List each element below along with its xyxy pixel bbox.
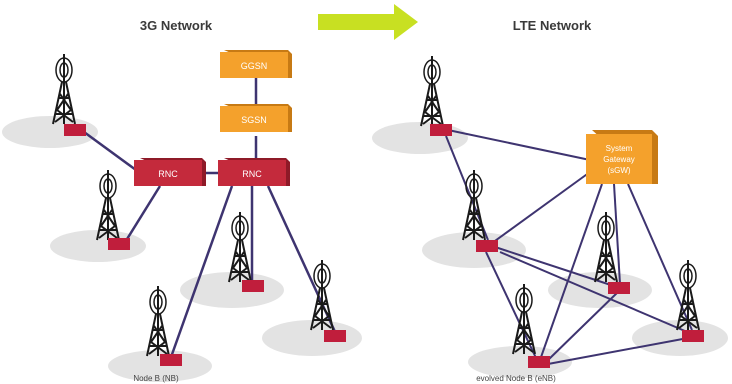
gateway-label-line-3: (sGW) (607, 166, 630, 175)
cell-tower-icon (52, 53, 76, 125)
title-3g: 3G Network (140, 18, 213, 33)
cell-tower-icon (462, 169, 486, 241)
coverage-cells-lte (372, 122, 728, 378)
enodeb (528, 356, 550, 368)
transition-arrow-icon (318, 4, 418, 40)
coverage-cell (548, 272, 652, 308)
towers-lte (420, 55, 700, 355)
rnc-label: RNC (158, 169, 178, 179)
node-b-caption: Node B (NB) (133, 374, 179, 383)
node-b (64, 124, 86, 136)
coverage-cell (632, 320, 728, 356)
node-b (108, 238, 130, 250)
links-3g (83, 72, 338, 361)
coverage-cells-3g (2, 116, 362, 382)
cell-tower-icon (512, 283, 536, 355)
rnc-box-1: RNC (134, 158, 206, 186)
gateway-box: System Gateway (sGW) (586, 130, 658, 184)
enodeb (430, 124, 452, 136)
node-b (160, 354, 182, 366)
cell-tower-icon (676, 259, 700, 331)
rnc-box-2: RNC (218, 158, 290, 186)
towers-3g (52, 53, 334, 357)
cell-tower-icon (420, 55, 444, 127)
coverage-cell (262, 320, 362, 356)
cell-tower-icon (594, 211, 618, 283)
ggsn-box: GGSN (220, 50, 292, 78)
coverage-cell (372, 122, 468, 154)
nodes-3g (64, 124, 346, 366)
gateway-label-line-2: Gateway (603, 155, 635, 164)
coverage-cell (468, 346, 572, 378)
enodeb (476, 240, 498, 252)
node-b (324, 330, 346, 342)
rnc-label: RNC (242, 169, 262, 179)
title-lte: LTE Network (513, 18, 592, 33)
enodeb (682, 330, 704, 342)
sgsn-box: SGSN (220, 104, 292, 132)
ggsn-label: GGSN (241, 61, 268, 71)
enb-caption: evolved Node B (eNB) (476, 374, 556, 383)
enodeb (608, 282, 630, 294)
coverage-cell (422, 232, 526, 268)
cell-tower-icon (96, 169, 120, 241)
cell-tower-icon (228, 211, 252, 283)
sgsn-label: SGSN (241, 115, 267, 125)
cell-tower-icon (310, 259, 334, 331)
gateway-label-line-1: System (606, 144, 633, 153)
node-b (242, 280, 264, 292)
cell-tower-icon (146, 285, 170, 357)
nodes-lte (430, 124, 704, 368)
